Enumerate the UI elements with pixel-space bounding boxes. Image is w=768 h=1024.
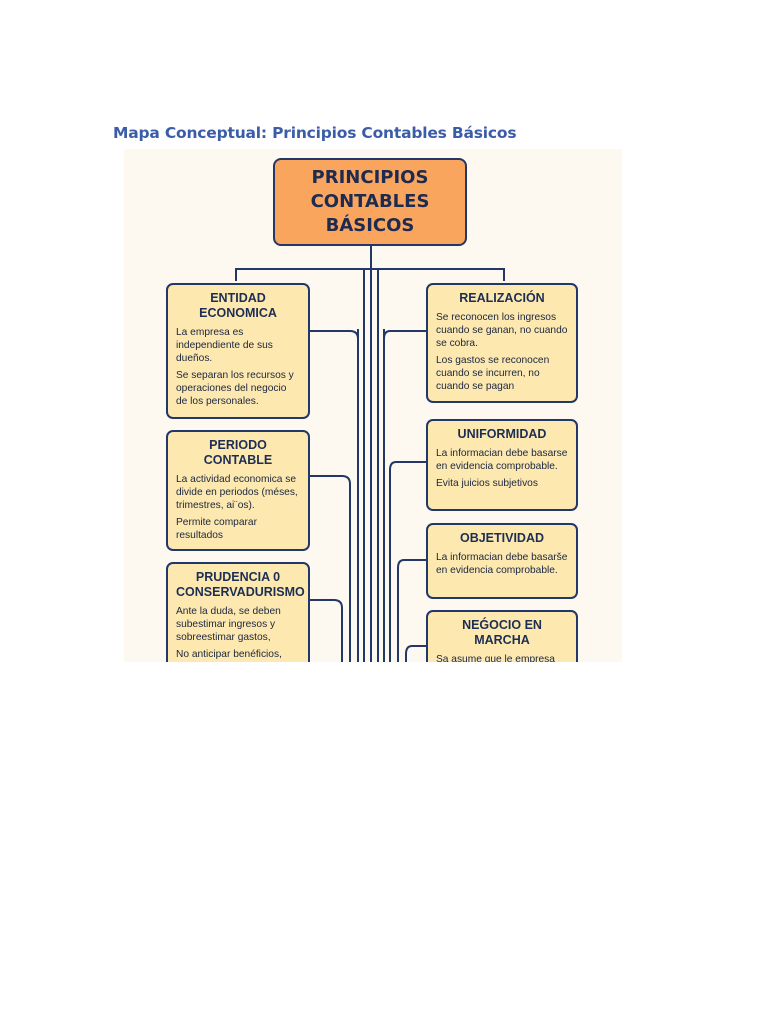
node-negocio-en-marcha: NEǴOCIO EN MARCHA Sa asume que le empres…: [426, 610, 578, 662]
node-text-2: No anticipar benéficios,: [176, 649, 282, 660]
node-text-1: La actividad economica se divide en peri…: [176, 474, 298, 511]
node-text-2: Los gastos se reconocen cuando se incurr…: [436, 355, 550, 392]
node-title-line-1: REALIZACIÓN: [459, 291, 545, 305]
node-title: REALIZACIÓN: [436, 291, 568, 306]
root-line-3: BÁSICOS: [325, 215, 415, 236]
node-title-line-2: CONTABLE: [203, 453, 273, 467]
node-title-line-1: ENTIDAD: [210, 291, 266, 305]
node-title-line-1: UNIFORMIDAD: [457, 427, 547, 441]
node-title: NEǴOCIO EN MARCHA: [436, 618, 568, 648]
node-prudencia-conservadurismo: PRUDENCIA 0 CONSERVADURISMO Ante la duda…: [166, 562, 310, 662]
node-text-2: Se separan los recursos y operaciones de…: [176, 370, 294, 407]
node-text-1: La informacian debe basarse en evidencia…: [436, 448, 568, 472]
node-title: PERIODO CONTABLE: [176, 438, 300, 468]
document-title: Mapa Conceptual: Principios Contables Bá…: [113, 124, 517, 142]
node-periodo-contable: PERIODO CONTABLE La actividad economica …: [166, 430, 310, 551]
connector-lines: [235, 246, 505, 662]
node-title-line-1: PRUDENCIA 0: [195, 570, 281, 584]
node-text-2: Permite comparar resultados: [176, 517, 257, 541]
connector-prudencia: [310, 599, 343, 662]
connector-entidad: [310, 330, 359, 662]
root-line-2: CONTABLES: [310, 191, 430, 212]
root-line-1: PRINCIPIOS: [311, 167, 429, 188]
node-title: ENTIDAD ECONOMICA: [176, 291, 300, 321]
node-objetividad: OBJETIVIDAD La informacian debe basarše …: [426, 523, 578, 599]
node-text-1: La informacian debe basarše en evidencia…: [436, 552, 568, 576]
node-text-1: Ante la duda, se deben subestimar ingres…: [176, 606, 281, 643]
node-text-1: Se reconocen los ingresos cuando se gana…: [436, 312, 568, 349]
connector-objetividad: [397, 559, 426, 662]
top-branch-line: [235, 268, 505, 281]
node-title-line-2: CONSERVADURISMO: [176, 585, 305, 599]
node-title-line-2: ECONOMICA: [199, 306, 277, 320]
node-entidad-economica: ENTIDAD ECONOMICA La empresa es independ…: [166, 283, 310, 419]
connector-uniformidad: [389, 461, 426, 662]
node-title-line-1: OBJETIVIDAD: [459, 531, 545, 545]
node-text-2: Evita juicios subjetivos: [436, 478, 538, 489]
concept-map-image: PRINCIPIOS CONTABLES BÁSICOS ENTIDAD ECO…: [124, 149, 622, 662]
node-uniformidad: UNIFORMIDAD La informacian debe basarse …: [426, 419, 578, 511]
node-title-line-1: NEǴOCIO EN: [462, 618, 542, 632]
node-text-1: Sa asume que le empresa: [436, 654, 555, 662]
root-node: PRINCIPIOS CONTABLES BÁSICOS: [273, 158, 467, 246]
node-title-line-1: PERIODO: [209, 438, 267, 452]
node-title: PRUDENCIA 0 CONSERVADURISMO: [176, 570, 305, 600]
node-title: UNIFORMIDAD: [436, 427, 568, 442]
connector-periodo: [310, 475, 351, 662]
node-title-line-2: MARCHA: [474, 633, 530, 647]
node-realizacion: REALIZACIÓN Se reconocen los ingresos cu…: [426, 283, 578, 403]
node-title: OBJETIVIDAD: [436, 531, 568, 546]
connector-realizacion: [383, 330, 426, 662]
connector-negocio: [405, 645, 426, 662]
node-text-1: La empresa es independiente de sus dueño…: [176, 327, 273, 364]
